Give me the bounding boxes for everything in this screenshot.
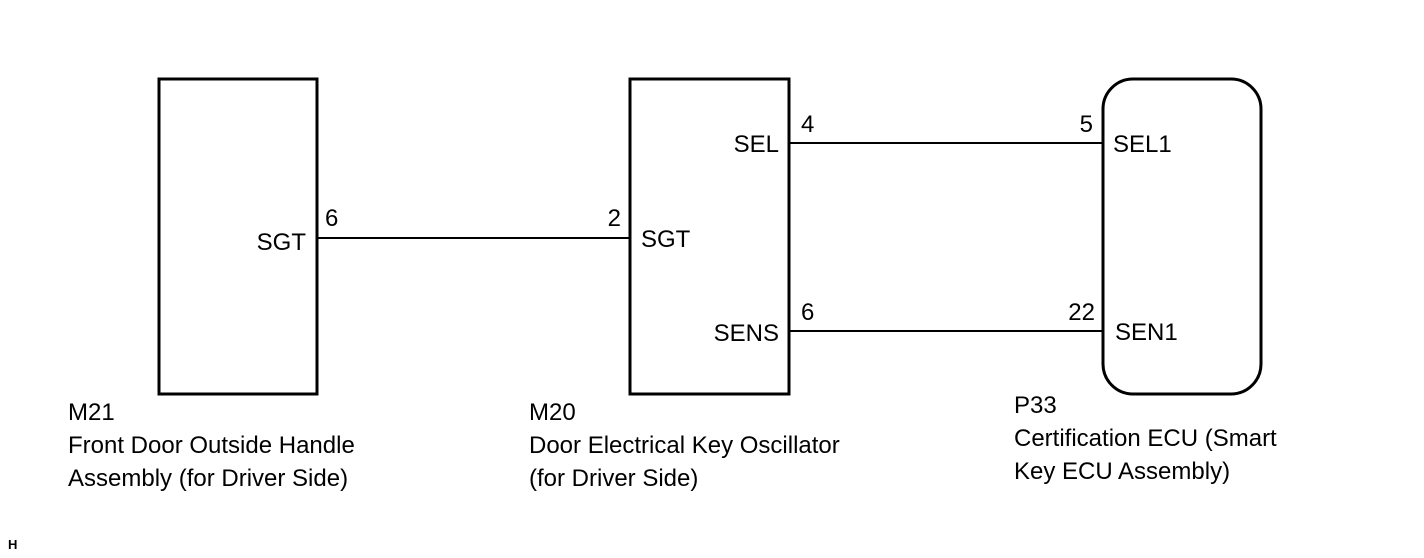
m20-caption: M20 Door Electrical Key Oscillator (for …: [529, 396, 840, 495]
m20-pin-sens-number: 6: [801, 299, 814, 326]
p33-pin-sel1-number: 5: [1080, 111, 1093, 138]
m20-pin-sel-label: SEL: [734, 131, 779, 158]
m20-box: [628, 77, 791, 396]
m20-pin-sel-number: 4: [801, 111, 814, 138]
m20-pin-sgt-number: 2: [608, 205, 621, 232]
m20-name-line2: (for Driver Side): [529, 465, 699, 492]
p33-pin-sel1-label: SEL1: [1113, 131, 1172, 158]
p33-name-line2: Key ECU Assembly): [1014, 458, 1231, 485]
m21-name-line1: Front Door Outside Handle: [68, 432, 355, 459]
m21-box: [157, 77, 319, 396]
p33-pin-sen1-label: SEN1: [1115, 319, 1178, 346]
p33-box: [1101, 77, 1263, 396]
m20-pin-sens-label: SENS: [714, 320, 779, 347]
m21-pin-number: 6: [325, 205, 338, 232]
m20-pin-sgt-label: SGT: [641, 226, 691, 253]
p33-caption: P33 Certification ECU (Smart Key ECU Ass…: [1014, 389, 1277, 488]
p33-name-line1: Certification ECU (Smart: [1014, 425, 1277, 452]
m21-pin-label: SGT: [257, 229, 307, 256]
m20-name-line1: Door Electrical Key Oscillator: [529, 432, 840, 459]
footer-mark: H: [8, 537, 18, 552]
m21-code: M21: [68, 399, 115, 426]
m21-name-line2: Assembly (for Driver Side): [68, 465, 349, 492]
p33-code: P33: [1014, 392, 1057, 419]
m20-code: M20: [529, 399, 576, 426]
m21-caption: M21 Front Door Outside Handle Assembly (…: [68, 396, 355, 495]
p33-pin-sen1-number: 22: [1068, 299, 1095, 326]
